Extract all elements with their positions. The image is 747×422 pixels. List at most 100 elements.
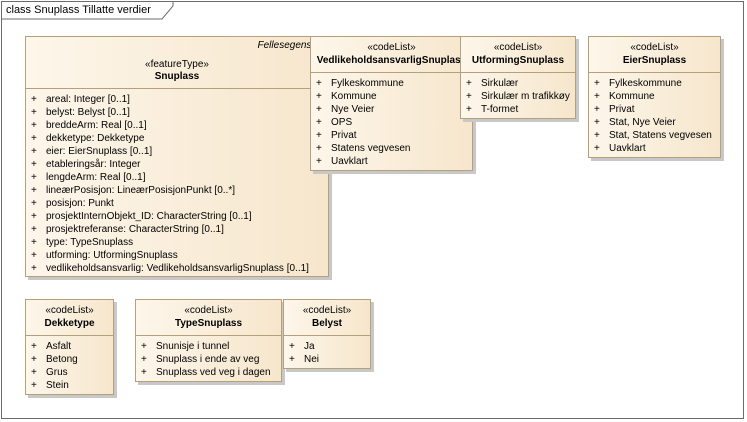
attribute-text: Privat [609, 104, 635, 115]
attribute-row: + Fylkeskommune [589, 77, 720, 90]
diagram-title: class Snuplass Tillatte verdier [6, 4, 151, 16]
class-dekketype[interactable]: «codeList» Dekketype +Asfalt+Betong+Grus… [25, 299, 114, 395]
class-belyst[interactable]: «codeList» Belyst + Ja+Nei [283, 299, 371, 369]
class-name: UtformingSnuplass [471, 55, 565, 66]
attribute-text: Ja [304, 341, 315, 352]
stereotype: «codeList» [302, 305, 352, 316]
attribute-row: +Snuplass ved veg i dagen [136, 366, 281, 379]
attribute-row: + type: TypeSnuplass [26, 236, 328, 249]
visibility-marker: + [141, 354, 147, 365]
class-header: «codeList» VedlikeholdsansvarligSnuplass [311, 37, 472, 73]
attribute-text: belyst: Belyst [0..1] [46, 107, 130, 118]
visibility-marker: + [594, 78, 600, 89]
attribute-text: Grus [46, 367, 68, 378]
attribute-text: Betong [46, 354, 78, 365]
class-utforming-snuplass[interactable]: «codeList» UtformingSnuplass + Sirkulær+S… [460, 36, 576, 119]
visibility-marker: + [594, 104, 600, 115]
attribute-text: Snuplass ved veg i dagen [156, 367, 271, 378]
class-header: «codeList» UtformingSnuplass [461, 37, 575, 73]
class-vedlikeholdsansvarlig-snuplass[interactable]: «codeList» VedlikeholdsansvarligSnuplass… [310, 36, 473, 171]
attribute-row: + Sirkulær [461, 77, 575, 90]
class-name: VedlikeholdsansvarligSnuplass [316, 55, 467, 66]
stereotype: «codeList» [45, 305, 94, 316]
attribute-text: areal: Integer [0..1] [46, 94, 130, 105]
visibility-marker: + [31, 263, 37, 274]
class-type-snuplass[interactable]: «codeList» TypeSnuplass +Snunisje i tunn… [135, 299, 282, 382]
visibility-marker: + [31, 354, 37, 365]
class-name: Snuplass [154, 71, 200, 82]
attribute-list: +Snunisje i tunnel+Snuplass i ende av ve… [136, 336, 281, 379]
class-header: «codeList» TypeSnuplass [136, 300, 281, 336]
attribute-text: Sirkulær [481, 78, 519, 89]
attribute-row: +Kommune [311, 90, 472, 103]
attribute-text: Privat [331, 130, 357, 141]
attribute-row: +vedlikeholdsansvarlig: Vedlikeholdsansv… [26, 262, 328, 275]
attribute-row: +Stein [26, 379, 113, 392]
attribute-text: Fylkeskommune [609, 78, 682, 89]
attribute-text: Kommune [331, 91, 377, 102]
attribute-row: +Snuplass i ende av veg [136, 353, 281, 366]
attribute-row: + Fylkeskommune [311, 77, 472, 90]
visibility-marker: + [466, 104, 472, 115]
attribute-text: eier: EierSnuplass [0..1] [46, 146, 153, 157]
attribute-row: + Privat [589, 103, 720, 116]
attribute-list: + Ja+Nei [284, 336, 370, 366]
attribute-row: +areal: Integer [0..1] [26, 93, 328, 106]
attribute-row: + Privat [311, 129, 472, 142]
attribute-row: + eier: EierSnuplass [0..1] [26, 145, 328, 158]
attribute-text: Kommune [609, 91, 655, 102]
attribute-text: utforming: UtformingSnuplass [46, 250, 178, 261]
class-snuplass[interactable]: Fellesegenska «featureType» Snuplass +ar… [25, 36, 329, 277]
attribute-row: + utforming: UtformingSnuplass [26, 249, 328, 262]
attribute-row: +Sirkulær m trafikkøy [461, 90, 575, 103]
attribute-row: +prosjektInternObjekt_ID: CharacterStrin… [26, 210, 328, 223]
class-header: Fellesegenska «featureType» Snuplass [26, 37, 328, 89]
attribute-text: Fylkeskommune [331, 78, 404, 89]
title-tab-outline [2, 2, 174, 20]
visibility-marker: + [316, 156, 322, 167]
class-name: TypeSnuplass [174, 318, 243, 329]
visibility-marker: + [594, 130, 600, 141]
attribute-row: + Kommune [589, 90, 720, 103]
class-name: EierSnuplass [622, 55, 687, 66]
visibility-marker: + [31, 250, 37, 261]
attribute-list: +Fylkeskommune+Kommune+Nye Veier+OPS+Pri… [311, 73, 472, 168]
visibility-marker: + [316, 104, 322, 115]
visibility-marker: + [316, 130, 322, 141]
stereotype: «featureType» [145, 59, 209, 70]
attribute-text: type: TypeSnuplass [46, 237, 134, 248]
visibility-marker: + [31, 367, 37, 378]
class-eier-snuplass[interactable]: «codeList» EierSnuplass + Fylkeskommune + K… [588, 36, 721, 158]
attribute-text: T-formet [481, 104, 519, 115]
attribute-row: +Uavklart [589, 142, 720, 155]
visibility-marker: + [31, 380, 37, 391]
class-name: Belyst [311, 318, 342, 329]
attribute-list: + Sirkulær+Sirkulær m trafikkøy+ T-formet [461, 73, 575, 116]
attribute-row: +Nei [284, 353, 370, 366]
visibility-marker: + [31, 159, 37, 170]
class-header: «codeList» EierSnuplass [589, 37, 720, 73]
attribute-row: +Stat, Nye Veier [589, 116, 720, 129]
attribute-text: Nei [304, 354, 320, 365]
stereotype: «codeList» [630, 42, 679, 53]
attribute-list: +areal: Integer [0..1]+belyst: Belyst [0… [26, 89, 328, 275]
attribute-text: prosjektInternObjekt_ID: CharacterString… [46, 211, 252, 222]
attribute-row: + Betong [26, 353, 113, 366]
attribute-row: + Uavklart [311, 155, 472, 168]
visibility-marker: + [594, 91, 600, 102]
visibility-marker: + [289, 341, 295, 352]
attribute-row: +lengdeArm: Real [0..1] [26, 171, 328, 184]
visibility-marker: + [466, 78, 472, 89]
attribute-list: +Fylkeskommune+Kommune+Privat+Stat, Nye … [589, 73, 720, 155]
attribute-row: + belyst: Belyst [0..1] [26, 106, 328, 119]
attribute-text: etableringsår: Integer [46, 159, 141, 170]
visibility-marker: + [31, 237, 37, 248]
attribute-text: Stat, Nye Veier [609, 117, 676, 128]
attribute-list: +Asfalt+Betong+Grus+Stein [26, 336, 113, 392]
attribute-text: Uavklart [331, 156, 368, 167]
attribute-row: +Stat, Statens vegvesen [589, 129, 720, 142]
class-header: «codeList» Belyst [284, 300, 370, 336]
visibility-marker: + [31, 146, 37, 157]
visibility-marker: + [31, 120, 37, 131]
